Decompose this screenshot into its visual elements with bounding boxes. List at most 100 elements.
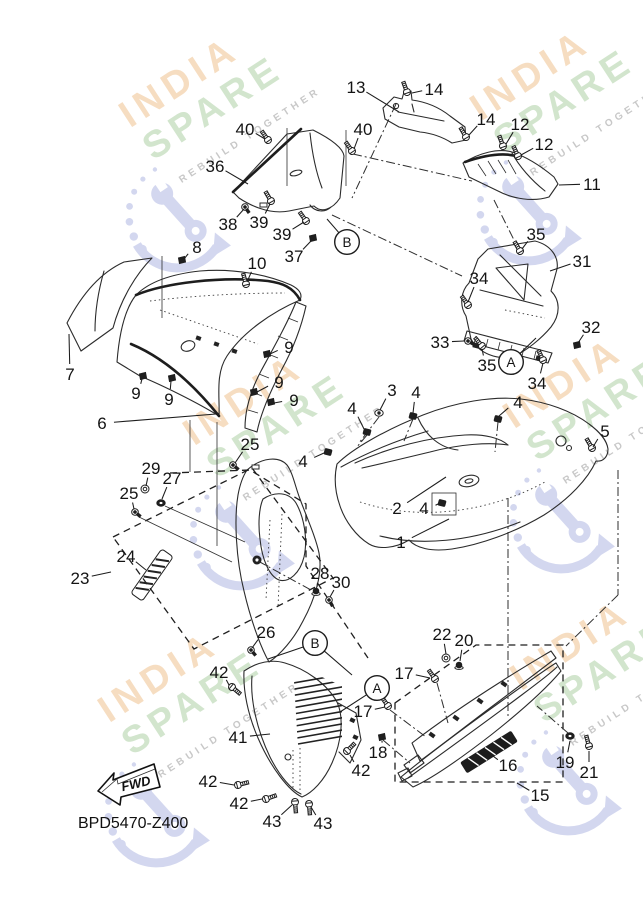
callout-leader-line xyxy=(349,754,355,763)
connector-leader-line xyxy=(519,337,537,354)
callout-label: 20 xyxy=(455,631,474,650)
connector-marker-letter: B xyxy=(310,636,319,651)
fastener-rivet-icon xyxy=(325,596,335,608)
callout-leader-line xyxy=(481,348,484,356)
callout-leader-line xyxy=(415,674,431,679)
fastener-screw-icon xyxy=(473,335,486,350)
wrench-anchor-logo-icon xyxy=(476,160,582,266)
fastener-rivet-icon xyxy=(247,646,257,657)
fastener-screw-icon xyxy=(240,272,250,288)
callout-leader-line xyxy=(488,752,499,761)
part-outlines xyxy=(66,90,609,798)
fastener-washer-icon xyxy=(441,653,451,663)
callout-leader-line xyxy=(135,561,147,571)
callout-leader-line xyxy=(329,589,335,598)
callout-leader-line xyxy=(292,221,305,230)
callout-label: 28 xyxy=(311,564,330,583)
callout-leader-line xyxy=(219,782,235,786)
fastener-screw-icon xyxy=(584,437,596,452)
callout-label: 9 xyxy=(131,384,140,403)
callout-label: 36 xyxy=(206,157,225,176)
callout-label: 7 xyxy=(65,365,74,384)
callout-label: 9 xyxy=(274,373,283,392)
lower-cowl-part xyxy=(243,660,362,798)
callout-label: 11 xyxy=(583,175,601,194)
fastener-flange-icon xyxy=(311,587,321,596)
callout-leader-line xyxy=(255,133,266,140)
fastener-grommetL-icon xyxy=(374,409,384,417)
callout-label: 6 xyxy=(97,414,106,433)
callout-label: 39 xyxy=(250,213,269,232)
callout-label: 34 xyxy=(528,374,547,393)
callout-leader-line xyxy=(113,413,217,423)
callout-label: 12 xyxy=(535,135,554,154)
fastener-screw-icon xyxy=(297,210,310,225)
callout-leader-line xyxy=(592,438,599,448)
callout-leader-line xyxy=(498,407,509,417)
group-box-23 xyxy=(112,467,334,650)
callout-leader-line xyxy=(516,782,530,791)
callout-leader-line xyxy=(435,503,439,506)
callout-label: 42 xyxy=(199,772,218,791)
callout-leader-line xyxy=(236,208,245,218)
callout-label: 35 xyxy=(527,225,546,244)
callout-label: 43 xyxy=(314,814,333,833)
fastener-screw-icon xyxy=(512,240,524,255)
callout-label: 4 xyxy=(513,393,522,412)
connector-leader-line xyxy=(324,650,353,676)
fastener-clip-icon xyxy=(266,397,276,407)
fastener-screw-icon xyxy=(401,80,411,96)
fastener-screw-icon xyxy=(259,129,272,144)
fastener-clip-icon xyxy=(249,387,259,397)
callout-label: 1 xyxy=(396,533,405,552)
callout-label: 27 xyxy=(163,469,182,488)
connector-marker-letter: B xyxy=(342,235,351,250)
callout-label: 33 xyxy=(431,333,450,352)
callout-leader-line xyxy=(443,643,447,655)
fastener-screw-icon xyxy=(291,798,299,814)
callout-leader-line xyxy=(249,733,271,737)
fastener-flange-icon xyxy=(454,661,464,670)
callout-label: 42 xyxy=(352,761,371,780)
fastener-screw-icon xyxy=(583,734,593,750)
upper-cowl-part xyxy=(116,269,307,433)
callout-leader-line xyxy=(302,240,312,250)
windshield-part xyxy=(66,257,153,352)
callout-label: 5 xyxy=(600,422,609,441)
fastener-nut-icon xyxy=(362,428,372,436)
callout-leader-line xyxy=(558,183,581,186)
callout-leader-line xyxy=(520,147,534,156)
callout-leader-line xyxy=(353,137,359,150)
fastener-grommet-icon xyxy=(156,499,166,507)
connector-leader-line xyxy=(326,218,340,233)
callout-label: 31 xyxy=(573,252,592,271)
callout-label: 9 xyxy=(284,338,293,357)
callout-label: 14 xyxy=(477,110,496,129)
callout-leader-line xyxy=(225,679,230,686)
callout-leader-line xyxy=(281,804,293,816)
callout-label: 10 xyxy=(248,254,267,273)
callout-label: 23 xyxy=(71,569,90,588)
callout-leader-line xyxy=(140,378,143,384)
callout-label: 4 xyxy=(347,399,356,418)
fastener-screw-icon xyxy=(458,126,470,141)
callout-label: 25 xyxy=(120,484,139,503)
callout-label: 22 xyxy=(433,625,452,644)
callout-label: 17 xyxy=(395,664,414,683)
fastener-nut-icon xyxy=(437,499,447,507)
fastener-washer-icon xyxy=(140,484,150,494)
callout-leader-line xyxy=(366,91,400,113)
callout-label: 19 xyxy=(556,753,575,772)
callout-leader-line xyxy=(225,170,249,185)
connector-marker-circle xyxy=(334,228,361,255)
callout-leader-line xyxy=(374,706,386,710)
callout-label: 43 xyxy=(263,812,282,831)
callout-label: 37 xyxy=(285,247,304,266)
callout-leader-line xyxy=(451,340,465,343)
callout-leader-line xyxy=(264,203,271,214)
callout-leader-line xyxy=(169,380,172,390)
fastener-screw-icon xyxy=(263,190,275,205)
callout-label: 2 xyxy=(392,499,401,518)
